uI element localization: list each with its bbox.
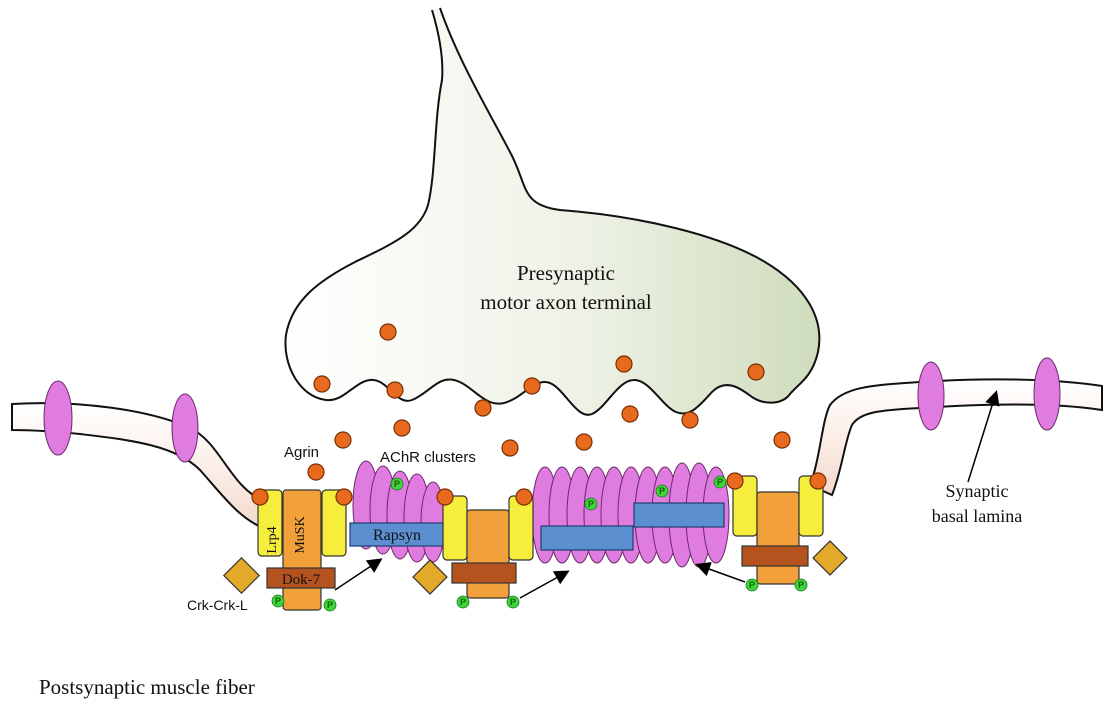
synaptic-basal-lamina-line2: basal lamina bbox=[932, 506, 1022, 526]
agrin-dot bbox=[394, 420, 410, 436]
presynaptic-terminal bbox=[285, 8, 819, 415]
svg-text:P: P bbox=[798, 580, 804, 590]
musk-receptor bbox=[467, 510, 509, 598]
rapsyn-bar-2 bbox=[541, 526, 633, 550]
postsynaptic-muscle-fiber-label: Postsynaptic muscle fiber bbox=[39, 675, 255, 699]
crk-adaptor bbox=[813, 541, 847, 575]
rapsyn-label: Rapsyn bbox=[373, 527, 421, 544]
phospho-marker: P bbox=[585, 498, 597, 510]
agrin-dot bbox=[524, 378, 540, 394]
presynaptic-label-line1: Presynaptic bbox=[517, 261, 615, 285]
phospho-marker: P bbox=[714, 476, 726, 488]
agrin-dot bbox=[308, 464, 324, 480]
membrane-channel bbox=[918, 362, 944, 430]
dok7-label: Dok-7 bbox=[282, 572, 321, 588]
lrp4-label: Lrp4 bbox=[265, 526, 280, 553]
svg-text:P: P bbox=[717, 477, 723, 487]
rapsyn-bar-3 bbox=[634, 503, 724, 527]
agrin-dot bbox=[387, 382, 403, 398]
agrin-dot bbox=[576, 434, 592, 450]
agrin-dot bbox=[516, 489, 532, 505]
synaptic-basal-lamina-line1: Synaptic bbox=[946, 481, 1009, 501]
crk-label: Crk-Crk-L bbox=[187, 597, 248, 613]
musk-label: MuSK bbox=[293, 516, 308, 553]
arrow-basal-lamina bbox=[968, 393, 996, 482]
dok7-adaptor bbox=[452, 563, 516, 583]
membrane-channel bbox=[172, 394, 198, 462]
agrin-dot bbox=[335, 432, 351, 448]
phospho-marker: P bbox=[324, 599, 336, 611]
crk-adaptor bbox=[413, 560, 447, 594]
phospho-marker: P bbox=[457, 596, 469, 608]
membrane-channel bbox=[44, 381, 72, 455]
agrin-dot bbox=[252, 489, 268, 505]
arrow-complex3-to-rapsyn bbox=[698, 565, 745, 582]
phospho-marker: P bbox=[795, 579, 807, 591]
agrin-dot bbox=[437, 489, 453, 505]
phospho-marker: P bbox=[272, 595, 284, 607]
lrp4-receptor bbox=[443, 496, 467, 560]
agrin-dot bbox=[616, 356, 632, 372]
achr-clusters-label: AChR clusters bbox=[380, 449, 476, 466]
agrin-dot bbox=[810, 473, 826, 489]
musk-receptor bbox=[757, 492, 799, 584]
phospho-marker: P bbox=[391, 478, 403, 490]
agrin-dot bbox=[336, 489, 352, 505]
phospho-marker: P bbox=[746, 579, 758, 591]
achr-cluster-1 bbox=[353, 461, 445, 562]
svg-text:P: P bbox=[510, 597, 516, 607]
agrin-dot bbox=[682, 412, 698, 428]
arrow-complex2-to-rapsyn bbox=[520, 572, 567, 598]
svg-text:P: P bbox=[460, 597, 466, 607]
phospho-marker: P bbox=[507, 596, 519, 608]
lrp4-receptor bbox=[509, 496, 533, 560]
membrane-channel bbox=[1034, 358, 1060, 430]
agrin-dot bbox=[502, 440, 518, 456]
agrin-dot bbox=[774, 432, 790, 448]
svg-text:P: P bbox=[749, 580, 755, 590]
svg-text:P: P bbox=[588, 499, 594, 509]
svg-text:P: P bbox=[659, 486, 665, 496]
agrin-dot bbox=[314, 376, 330, 392]
arrow-dok7-to-rapsyn bbox=[335, 560, 380, 590]
svg-text:P: P bbox=[394, 479, 400, 489]
agrin-dot bbox=[380, 324, 396, 340]
presynaptic-label-line2: motor axon terminal bbox=[480, 290, 652, 314]
agrin-dot bbox=[727, 473, 743, 489]
phospho-marker: P bbox=[656, 485, 668, 497]
agrin-label: Agrin bbox=[284, 444, 319, 461]
agrin-dot bbox=[748, 364, 764, 380]
agrin-dot bbox=[475, 400, 491, 416]
agrin-dot bbox=[622, 406, 638, 422]
dok7-adaptor bbox=[742, 546, 808, 566]
svg-text:P: P bbox=[327, 600, 333, 610]
svg-text:P: P bbox=[275, 596, 281, 606]
crk-adaptor bbox=[224, 558, 259, 593]
